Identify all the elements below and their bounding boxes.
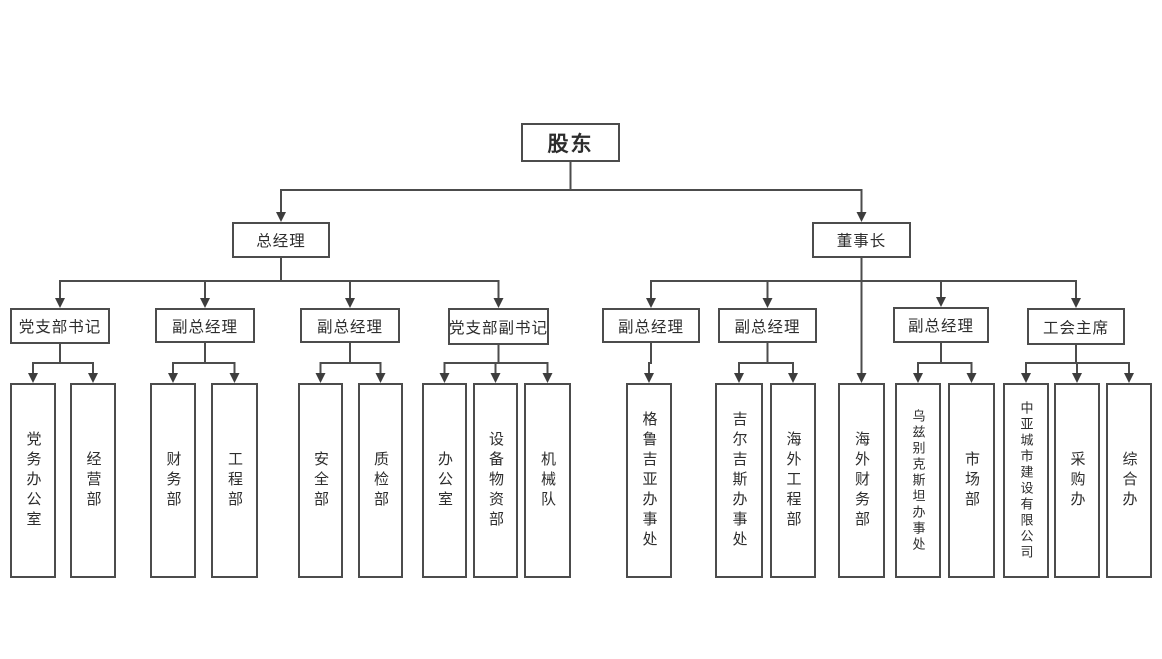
- org-node-label: 经营部: [84, 450, 102, 511]
- org-node-general-manager: 总经理: [232, 222, 330, 258]
- org-node-label: 副总经理: [617, 318, 684, 336]
- org-node-party-branch-secretary: 党支部书记: [10, 308, 110, 344]
- org-node-deputy-gm-4: 副总经理: [718, 308, 817, 343]
- org-node-label: 副总经理: [316, 318, 383, 336]
- org-node-union-chairman: 工会主席: [1027, 308, 1125, 345]
- org-node-label: 中亚城市建设有限公司: [1018, 400, 1034, 561]
- org-node-uzbekistan-office: 乌兹别克斯坦办事处: [895, 383, 941, 578]
- org-node-label: 海外工程部: [784, 430, 802, 531]
- org-node-label: 副总经理: [907, 318, 974, 335]
- org-node-shareholders: 股东: [521, 123, 620, 162]
- org-node-central-asia-city-construction: 中亚城市建设有限公司: [1003, 383, 1049, 578]
- org-node-chairman: 董事长: [812, 222, 911, 258]
- org-node-label: 海外财务部: [853, 430, 870, 531]
- org-node-engineering-dept: 工程部: [211, 383, 258, 578]
- org-node-party-affairs-office: 党务办公室: [10, 383, 56, 578]
- org-node-label: 总经理: [256, 233, 306, 250]
- org-node-operations-dept: 经营部: [70, 383, 116, 578]
- org-node-label: 工会主席: [1042, 319, 1109, 337]
- org-node-label: 安全部: [312, 450, 329, 511]
- org-node-overseas-engineering-dept: 海外工程部: [770, 383, 816, 578]
- org-node-quality-inspection-dept: 质检部: [358, 383, 403, 578]
- org-node-safety-dept: 安全部: [298, 383, 343, 578]
- org-node-deputy-gm-5: 副总经理: [893, 307, 989, 343]
- org-node-market-dept: 市场部: [948, 383, 995, 578]
- org-node-label: 市场部: [963, 450, 980, 511]
- org-node-label: 设备物资部: [487, 430, 504, 531]
- org-node-label: 采购办: [1068, 450, 1086, 511]
- org-node-label: 党支部副书记: [449, 319, 549, 337]
- org-node-kyrgyzstan-office: 吉尔吉斯办事处: [715, 383, 763, 578]
- org-node-label: 质检部: [372, 450, 389, 511]
- org-node-machinery-team: 机械队: [524, 383, 571, 578]
- org-node-label: 副总经理: [734, 318, 801, 336]
- org-node-deputy-gm-3: 副总经理: [602, 308, 700, 343]
- org-node-deputy-party-branch-secretary: 党支部副书记: [448, 308, 549, 345]
- org-node-deputy-gm-2: 副总经理: [300, 308, 400, 343]
- org-node-office: 办公室: [422, 383, 467, 578]
- org-node-finance-dept: 财务部: [150, 383, 196, 578]
- org-node-deputy-gm-1: 副总经理: [155, 308, 255, 343]
- org-node-label: 党支部书记: [18, 319, 102, 336]
- org-node-general-affairs-office: 综合办: [1106, 383, 1152, 578]
- org-node-equipment-materials-dept: 设备物资部: [473, 383, 518, 578]
- org-node-label: 机械队: [539, 450, 556, 511]
- org-node-label: 工程部: [226, 450, 243, 511]
- org-node-label: 综合办: [1120, 450, 1138, 511]
- org-node-label: 董事长: [836, 233, 887, 250]
- org-node-label: 副总经理: [171, 318, 238, 336]
- org-node-label: 吉尔吉斯办事处: [730, 410, 748, 551]
- org-node-label: 办公室: [436, 450, 453, 511]
- org-node-overseas-finance-dept: 海外财务部: [838, 383, 885, 578]
- org-node-label: 党务办公室: [24, 430, 42, 531]
- org-node-georgia-office: 格鲁吉亚办事处: [626, 383, 672, 578]
- org-node-label: 格鲁吉亚办事处: [640, 410, 658, 551]
- org-node-label: 财务部: [164, 450, 182, 511]
- org-node-label: 股东: [547, 132, 594, 156]
- org-node-procurement-office: 采购办: [1054, 383, 1100, 578]
- org-node-label: 乌兹别克斯坦办事处: [910, 408, 926, 553]
